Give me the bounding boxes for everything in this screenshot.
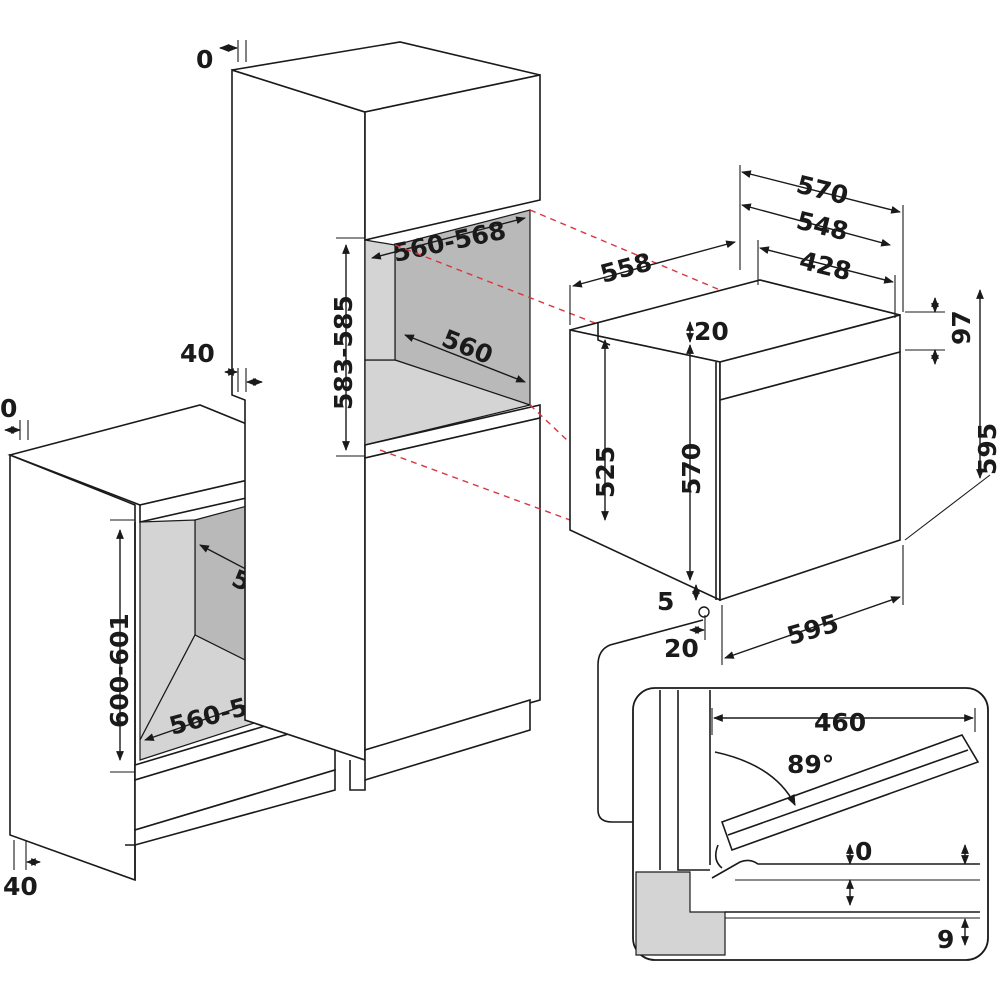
oven-door <box>719 350 901 602</box>
oven-front-width-arrow <box>724 596 901 659</box>
detail-length-label: 460 <box>814 708 866 737</box>
oven-body-height-label: 525 <box>591 446 620 498</box>
tall-cabinet-niche-side <box>364 239 396 361</box>
oven-body-width-label: 558 <box>597 247 655 289</box>
door-detail: 460 89° 0 9 <box>597 619 989 961</box>
tall-cabinet <box>231 41 541 791</box>
detail-door-inner <box>727 749 969 836</box>
oven-panel-height-label: 97 <box>947 310 976 345</box>
low-bottom-gap-label: 40 <box>3 872 38 901</box>
oven-front-height-label: 570 <box>677 443 706 495</box>
oven-total-height-ext <box>904 474 991 541</box>
oven <box>569 279 901 602</box>
oven-dimensions: 570 548 428 558 97 595 525 570 20 5 20 <box>569 165 1000 665</box>
oven-548-arrow <box>741 203 891 247</box>
tall-niche-width-arrow <box>404 334 526 383</box>
detail-hinge <box>711 859 980 879</box>
tall-cabinet-lower-front <box>364 416 541 752</box>
oven-total-height-label: 595 <box>973 423 1000 475</box>
detail-gap-bottom-label: 9 <box>937 925 954 954</box>
tall-cabinet-plinth <box>364 698 531 782</box>
align-line-4 <box>379 449 571 521</box>
low-niche-height-label: 600-601 <box>105 613 134 728</box>
oven-body-width-arrow <box>572 240 736 288</box>
oven-bottom-offset-label: 5 <box>657 587 674 616</box>
tall-cabinet-upper-front <box>364 74 541 242</box>
tall-cabinet-plinth-edge <box>349 760 366 791</box>
tall-niche-height-label: 583-585 <box>329 295 358 410</box>
detail-callout-leader <box>597 619 704 823</box>
oven-548-label: 548 <box>794 206 852 247</box>
low-top-gap-label: 0 <box>0 394 17 423</box>
detail-angle-label: 89° <box>787 750 834 779</box>
oven-front-width-label: 595 <box>784 609 842 651</box>
oven-top-offset-label: 20 <box>694 317 729 346</box>
detail-callout-marker <box>698 606 710 618</box>
detail-gap-top-label: 0 <box>855 837 872 866</box>
oven-428-label: 428 <box>797 246 855 287</box>
tall-side-gap-label: 40 <box>180 339 215 368</box>
oven-front-offset-label: 20 <box>664 634 699 663</box>
tall-niche-depth-arrow <box>371 216 526 260</box>
tall-cabinet-side <box>231 68 366 762</box>
align-line-2 <box>394 244 601 326</box>
oven-428-arrow <box>759 246 894 284</box>
detail-frame <box>632 687 989 961</box>
low-cabinet-plinth <box>134 768 336 847</box>
detail-hinge-curve <box>714 844 723 869</box>
tall-top-gap-label: 0 <box>196 45 213 74</box>
detail-wall-line-2 <box>677 690 710 871</box>
detail-angle-arc <box>714 751 796 807</box>
oven-total-depth-label: 570 <box>794 170 852 211</box>
low-cabinet-plinth-edge <box>125 844 136 880</box>
